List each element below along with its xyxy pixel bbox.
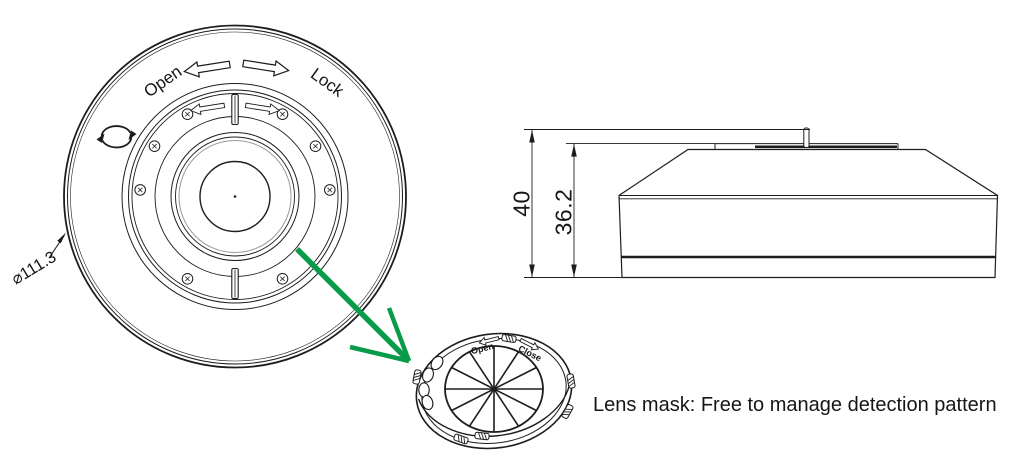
lock-label: Lock (307, 64, 348, 101)
screw (181, 108, 194, 120)
overall-height-value: 40 (509, 190, 535, 217)
open-label: Open (140, 62, 185, 101)
alignment-notch-bottom (231, 267, 239, 300)
mounting-pin (803, 127, 810, 148)
leader-arrowhead (57, 232, 66, 244)
mask-tab (412, 369, 422, 385)
dimension-body-height: 36.2 (551, 143, 715, 278)
diameter-label: ⌀111.3 (8, 248, 59, 289)
screw (276, 108, 289, 120)
rotate-icon (96, 125, 137, 149)
lens-mask-caption: Lens mask: Free to manage detection patt… (593, 394, 997, 416)
lens-mask-pointer-arrow (295, 247, 412, 364)
alignment-notch-top (231, 93, 239, 126)
mask-tab (474, 431, 490, 441)
inner-lock-arrow-icon (244, 102, 281, 116)
screw (181, 273, 194, 285)
mask-tab (561, 404, 574, 419)
screws (134, 108, 336, 285)
top-view-rings (63, 24, 407, 369)
mask-tabs (412, 334, 576, 445)
screw (309, 140, 322, 152)
lens-mask: Open Close (412, 332, 576, 450)
inner-open-arrow-icon (189, 102, 226, 116)
open-direction-arrow-icon (183, 60, 231, 78)
mask-tab (453, 433, 469, 445)
body-height-value: 36.2 (551, 189, 577, 236)
mask-bottom-wall (417, 384, 571, 438)
mask-close-arrow-icon (519, 337, 540, 351)
side-view: 40 36.2 (509, 127, 999, 279)
lens-pattern (444, 345, 544, 433)
center-mark (233, 195, 237, 198)
mask-tab (501, 334, 517, 343)
screw (324, 184, 336, 196)
side-view-body (618, 127, 999, 279)
mask-open-arrow-icon (478, 335, 500, 347)
screw (148, 140, 161, 152)
lock-direction-arrow-icon (242, 59, 290, 77)
top-view: Open Lock ⌀111.3 (8, 24, 407, 369)
screw (276, 273, 289, 285)
screw (134, 184, 146, 196)
mask-open-label: Open (470, 341, 495, 356)
mask-tab (566, 373, 576, 389)
dimension-overall-height: 40 (509, 129, 810, 278)
diameter-callout: ⌀111.3 (8, 232, 66, 289)
mask-holes (418, 355, 444, 411)
